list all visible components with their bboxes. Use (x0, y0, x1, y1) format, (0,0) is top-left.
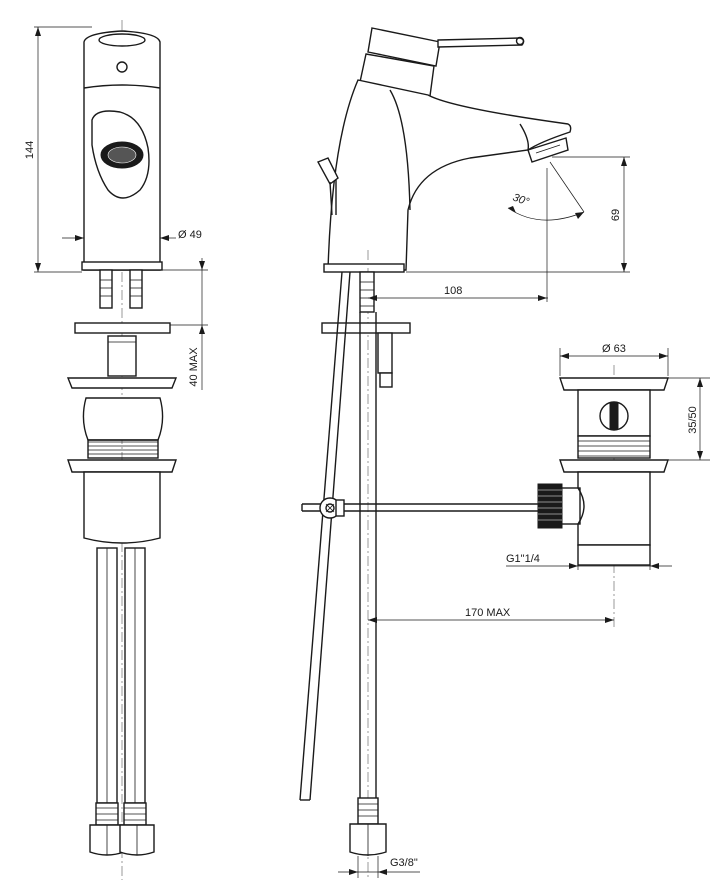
dim-40-max: 40 MAX (162, 258, 208, 390)
dim-30-label: 30° (511, 192, 531, 209)
popup-knob (317, 157, 339, 186)
dim-g38-label: G3/8" (390, 857, 418, 869)
dim-108: 108 (368, 168, 548, 302)
spout-body (327, 79, 572, 271)
dim-144-label: 144 (24, 141, 36, 159)
dim-63-label: Ø 63 (602, 343, 626, 355)
lever-block (367, 27, 441, 67)
dim-69-label: 69 (610, 209, 622, 221)
dim-108-label: 108 (444, 285, 462, 297)
dim-height-144: 144 (24, 26, 92, 273)
dim-angle-30: 30° (507, 161, 585, 221)
dim-diameter-63: Ø 63 (559, 343, 669, 376)
dim-49-label: Ø 49 (178, 229, 202, 241)
dim-g38: G3/8" (338, 856, 420, 878)
side-view (299, 27, 572, 880)
lever-handle (437, 37, 525, 48)
lever-pin (116, 61, 128, 73)
dim-35-50-label: 35/50 (687, 406, 699, 434)
dim-g114-label: G1"1/4 (506, 553, 540, 565)
front-view (66, 20, 178, 880)
dim-g114: G1"1/4 (506, 545, 672, 570)
dim-diameter-49: Ø 49 (62, 229, 202, 241)
knurled-nut (537, 483, 563, 529)
dim-40max-label: 40 MAX (188, 347, 200, 387)
waste-view (537, 365, 669, 630)
dim-69: 69 (406, 156, 630, 273)
dim-170-max: 170 MAX (368, 607, 614, 623)
dim-35-50: 35/50 (668, 377, 710, 461)
cap-ellipse (98, 33, 146, 47)
dim-170-label: 170 MAX (465, 607, 511, 619)
